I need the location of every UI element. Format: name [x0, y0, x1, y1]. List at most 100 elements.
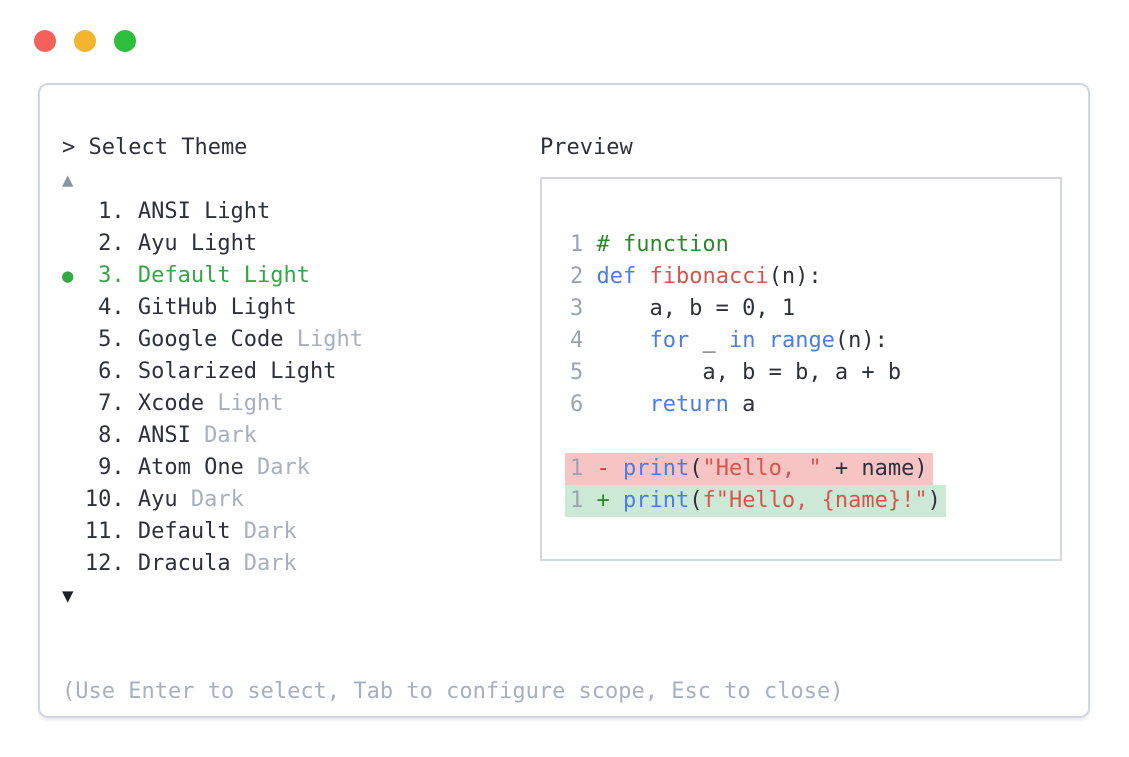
theme-list-item[interactable]: 4. GitHub Light: [62, 292, 540, 324]
scroll-down-icon[interactable]: ▼: [62, 585, 74, 607]
code-line: 6 return a: [570, 389, 1060, 421]
theme-item-name: ANSI: [137, 423, 191, 448]
theme-item-number: 7.: [98, 391, 125, 416]
code-token: return: [649, 392, 729, 417]
code-token: in: [728, 328, 756, 353]
selected-dot-icon: ●: [62, 265, 74, 287]
theme-item-number: 6.: [98, 359, 125, 384]
theme-list-item[interactable]: 2. Ayu Light: [62, 228, 540, 260]
theme-picker-title: > Select Theme: [62, 135, 248, 160]
code-token: (n):: [768, 264, 822, 289]
code-line-content: 4 for _ in range(n):: [565, 325, 893, 357]
line-number: 3: [570, 296, 584, 321]
code-token: print: [622, 488, 690, 513]
code-line: [570, 421, 1060, 453]
code-line: 5 a, b = b, a + b: [570, 357, 1060, 389]
code-token: (: [689, 488, 703, 513]
theme-item-variant: Light: [204, 199, 271, 224]
keyboard-hint: (Use Enter to select, Tab to configure s…: [62, 679, 844, 704]
theme-list-item[interactable]: 1. ANSI Light: [62, 196, 540, 228]
theme-item-variant: Dark: [243, 519, 297, 544]
theme-item-number: 11.: [84, 519, 125, 544]
theme-item-name: ANSI: [137, 199, 191, 224]
code-token: def: [596, 264, 637, 289]
theme-item-name: GitHub: [137, 295, 218, 320]
scroll-up-icon[interactable]: ▲: [62, 169, 74, 191]
code-line: 1+ print(f"Hello, {name}!"): [565, 485, 1060, 517]
diff-line-content: 1+ print(f"Hello, {name}!"): [565, 485, 946, 517]
theme-item-name: Ayu: [137, 487, 178, 512]
code-token: +: [596, 488, 623, 513]
code-line: 1# function: [570, 229, 1060, 261]
theme-item-name: Google Code: [137, 327, 284, 352]
code-token: [755, 328, 768, 353]
code-token: a: [728, 392, 756, 417]
theme-item-number: 12.: [84, 551, 125, 576]
window-controls: [34, 30, 136, 52]
line-number: 5: [570, 360, 584, 385]
code-line-content: 3 a, b = 0, 1: [565, 293, 800, 325]
line-number: 6: [570, 392, 584, 417]
theme-item-variant: Light: [230, 295, 297, 320]
code-token: "Hello, ": [702, 456, 822, 481]
theme-item-name: Ayu: [137, 231, 178, 256]
line-number: 1: [570, 488, 584, 513]
theme-item-number: 9.: [98, 455, 125, 480]
theme-item-variant: Light: [243, 263, 311, 288]
line-number: 1: [570, 456, 584, 481]
code-token: a, b = b, a + b: [596, 360, 902, 385]
close-button-icon[interactable]: [34, 30, 56, 52]
code-line: 1- print("Hello, " + name): [565, 453, 1060, 485]
zoom-button-icon[interactable]: [114, 30, 136, 52]
code-token: [596, 392, 649, 417]
code-line-content: 1# function: [565, 229, 734, 261]
code-line-content: [565, 421, 601, 453]
theme-item-variant: Light: [270, 359, 337, 384]
theme-item-name: Solarized: [137, 359, 258, 384]
code-token: # function: [596, 232, 729, 257]
preview-label: Preview: [540, 135, 633, 160]
theme-item-variant: Dark: [190, 487, 244, 512]
code-token: a, b = 0, 1: [596, 296, 796, 321]
code-line: 4 for _ in range(n):: [570, 325, 1060, 357]
theme-item-variant: Dark: [243, 551, 297, 576]
minimize-button-icon[interactable]: [74, 30, 96, 52]
code-token: -: [596, 456, 623, 481]
code-token: for: [649, 328, 690, 353]
code-token: (n):: [834, 328, 888, 353]
code-token: ): [927, 488, 941, 513]
code-token: _: [689, 328, 729, 353]
code-line-content: 5 a, b = b, a + b: [565, 357, 906, 389]
theme-item-number: 2.: [98, 231, 125, 256]
line-number: 4: [570, 328, 584, 353]
theme-item-number: 1.: [98, 199, 125, 224]
code-token: print: [622, 456, 690, 481]
theme-item-variant: Dark: [204, 423, 258, 448]
theme-item-number: 4.: [98, 295, 125, 320]
theme-list-item[interactable]: 6. Solarized Light: [62, 356, 540, 388]
code-token: fibonacci: [649, 264, 769, 289]
theme-list-item[interactable]: ● 3. Default Light: [62, 260, 540, 292]
theme-item-variant: Light: [190, 231, 258, 256]
theme-item-name: Default: [137, 519, 231, 544]
theme-list-item[interactable]: 11. Default Dark: [62, 516, 540, 548]
theme-item-variant: Light: [296, 327, 364, 352]
code-line-content: 6 return a: [565, 389, 760, 421]
theme-item-name: Default: [137, 263, 231, 288]
code-token: range: [768, 328, 835, 353]
theme-item-number: 3.: [98, 263, 125, 288]
